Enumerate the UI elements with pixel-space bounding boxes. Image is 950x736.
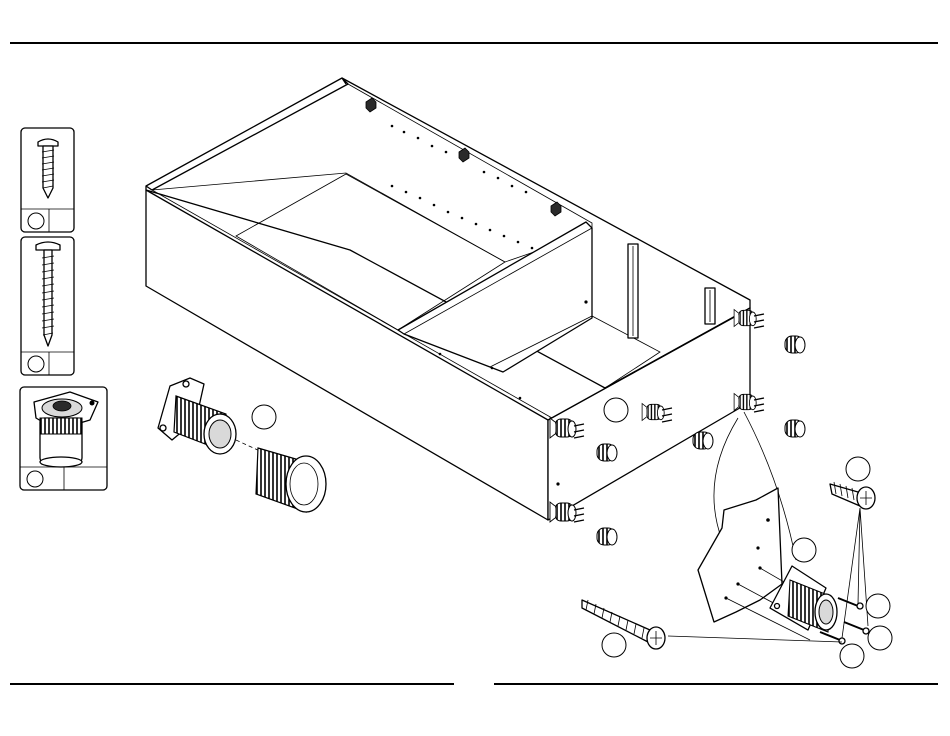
- callout-detail-plate: [792, 538, 816, 562]
- foot-cap: [597, 528, 617, 545]
- mounted-foot: [734, 310, 756, 327]
- small-screw: [838, 598, 863, 609]
- short-screw-icon: [38, 139, 58, 198]
- legend-item-short-screw: [21, 128, 74, 232]
- cabinet-box: [146, 78, 750, 520]
- mounted-foot: [734, 394, 756, 411]
- long-screw-icon: [36, 242, 60, 346]
- callout-screw-b: [868, 626, 892, 650]
- callout-long-screw: [602, 633, 626, 657]
- foot-cap: [693, 432, 713, 449]
- foot-cap: [785, 336, 805, 353]
- callout-foot-assembly: [252, 405, 276, 429]
- torn-panel: [698, 488, 782, 622]
- callout-screw-a: [866, 594, 890, 618]
- callout-short-screw: [846, 457, 870, 481]
- callout-center-foot: [604, 398, 628, 422]
- mounted-foot: [550, 418, 576, 438]
- foot-cap: [785, 420, 805, 437]
- mounted-foot: [550, 502, 576, 522]
- legend-id-circle: [27, 471, 43, 487]
- callout-screw-c: [840, 644, 864, 668]
- mounted-foot: [642, 404, 664, 421]
- legend-id-circle: [28, 213, 44, 229]
- small-screw: [844, 622, 869, 634]
- short-screw-detail: [830, 482, 875, 509]
- parts-legend: [20, 128, 107, 490]
- foot-assembly-exploded: [158, 378, 326, 512]
- legend-item-leveler-foot: [20, 387, 107, 490]
- foot-cap: [597, 444, 617, 461]
- leveler-foot-icon: [34, 392, 98, 467]
- legend-item-long-screw: [21, 237, 74, 375]
- legend-id-circle: [28, 356, 44, 372]
